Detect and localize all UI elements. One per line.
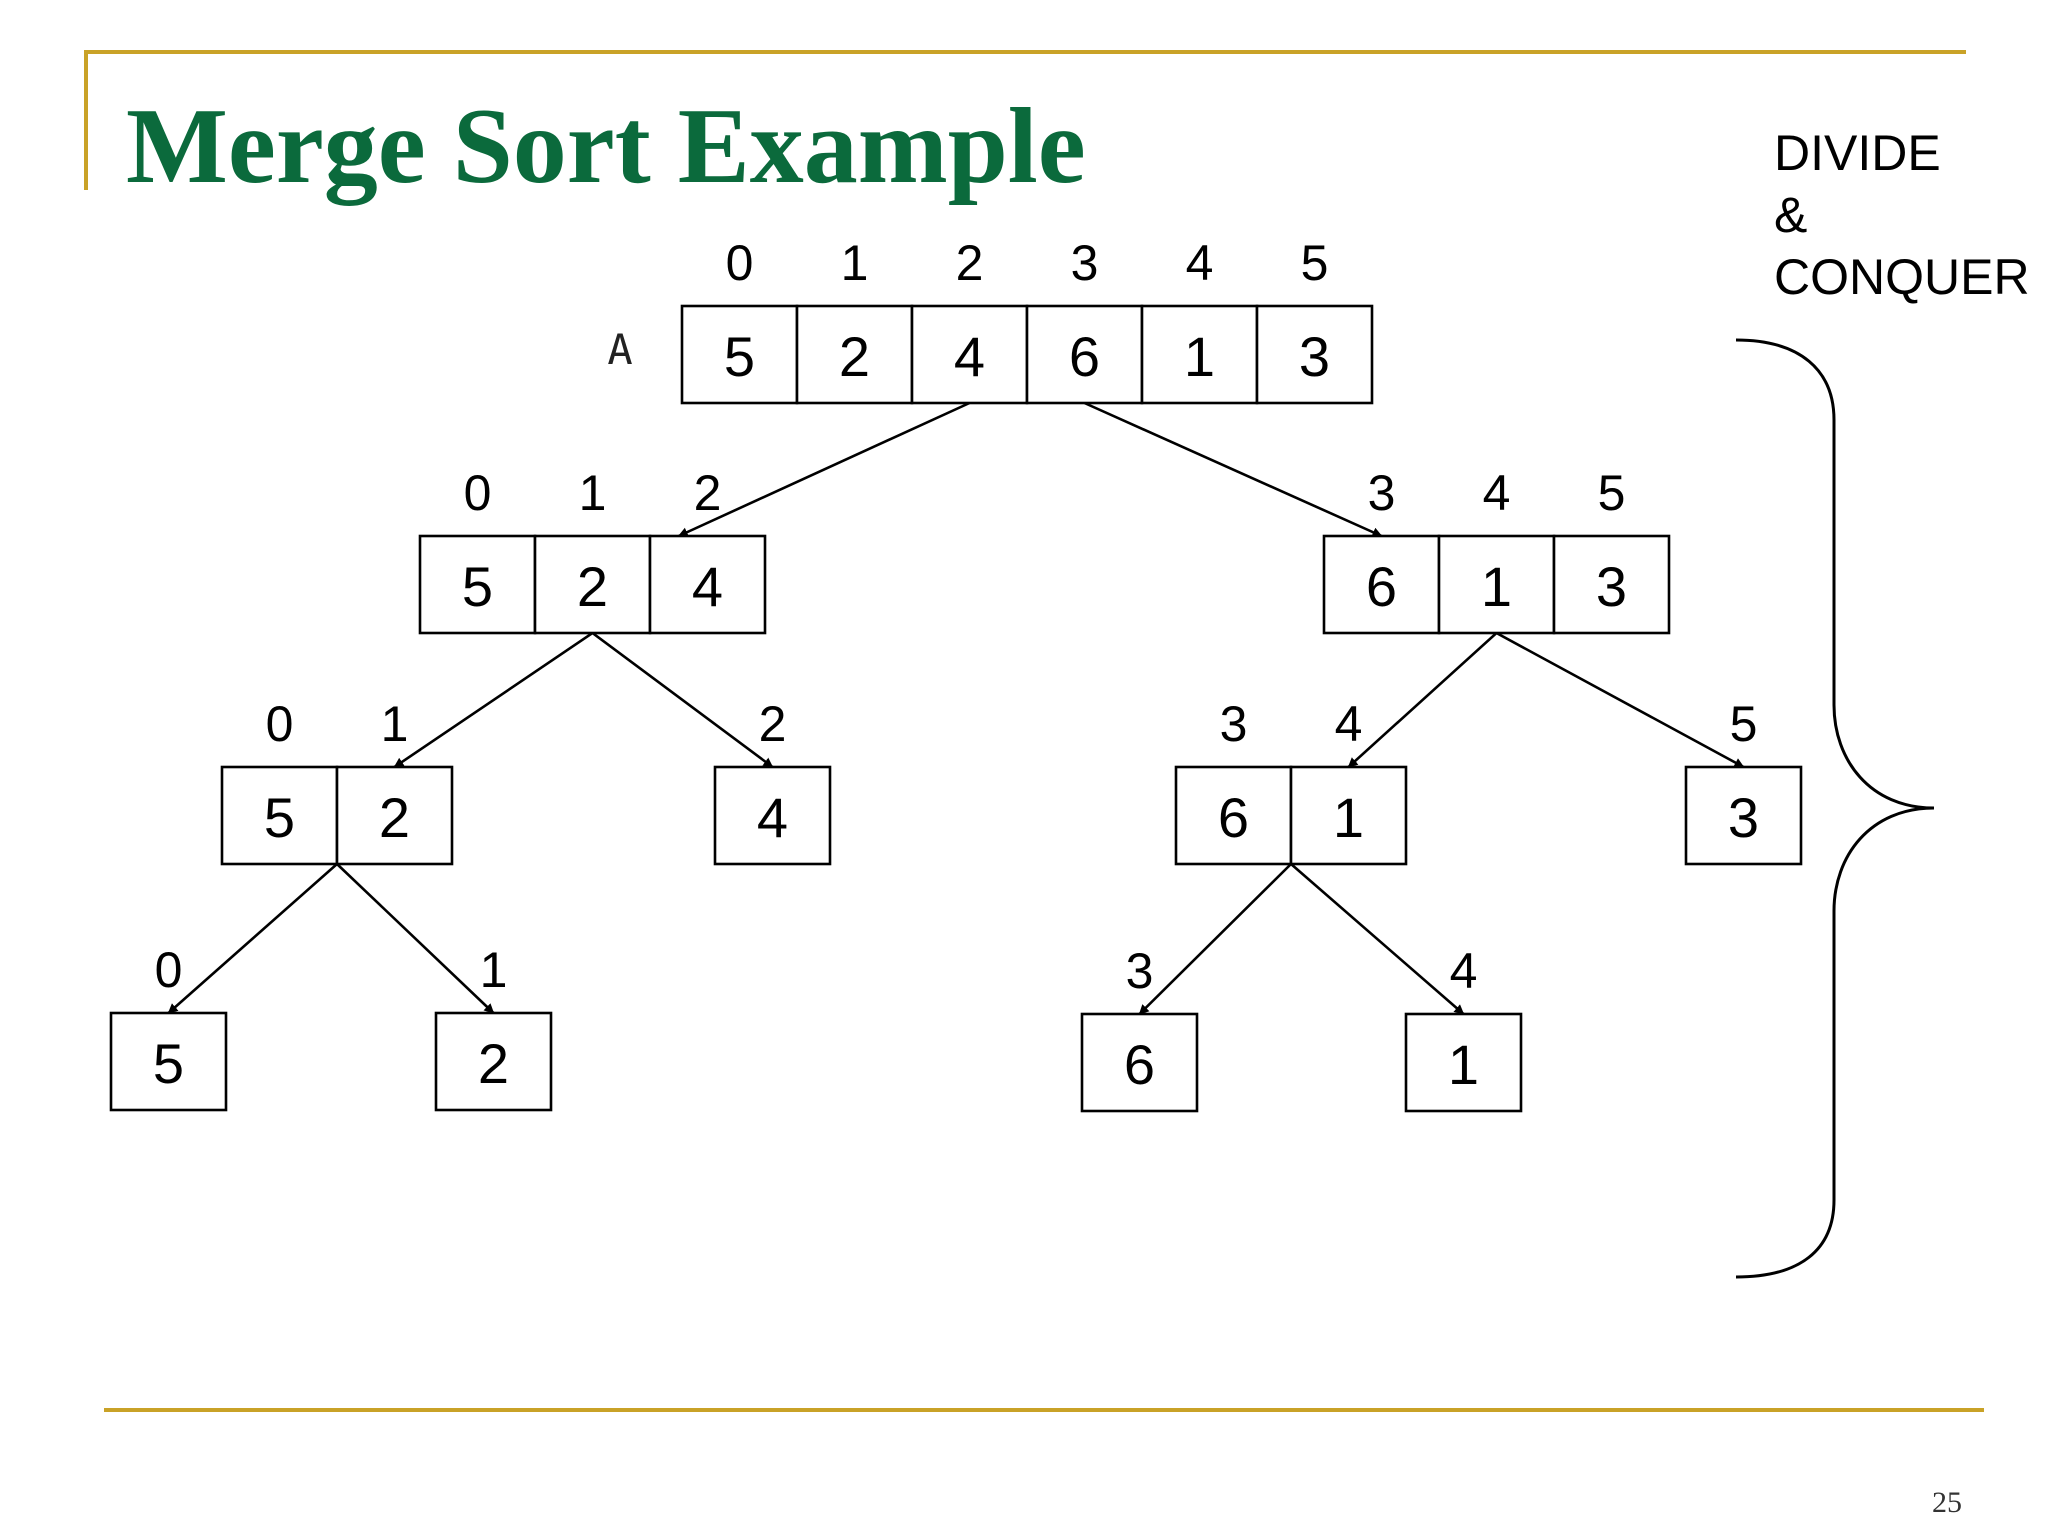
- split-arrow: [1138, 863, 1292, 1015]
- page-number: 25: [1932, 1486, 1962, 1519]
- array-cell: [220, 765, 339, 866]
- cell-value: 5: [462, 555, 493, 618]
- array-cell: [680, 304, 799, 405]
- split-arrow: [1083, 401, 1383, 538]
- cell-index: 0: [155, 942, 183, 998]
- array-node-l: 5 0 2 1 4 2: [418, 465, 767, 635]
- array-cell: [1289, 765, 1408, 866]
- array-cell: [713, 765, 832, 866]
- split-arrow: [336, 863, 495, 1014]
- cell-index: 4: [1450, 943, 1478, 999]
- split-arrow: [167, 863, 338, 1014]
- annotation-divide: DIVIDE: [1774, 125, 1941, 181]
- array-cell: [1552, 534, 1671, 635]
- array-node-root: 5 0 2 1 4 2 6 3 1 4 3 5: [680, 235, 1374, 405]
- cell-index: 4: [1186, 235, 1214, 291]
- array-cell: [1025, 304, 1144, 405]
- cell-value: 6: [1366, 555, 1397, 618]
- array-cell: [795, 304, 914, 405]
- array-cell: [910, 304, 1029, 405]
- split-arrow: [393, 631, 594, 769]
- split-arrow: [1290, 863, 1465, 1015]
- cell-index: 3: [1368, 465, 1396, 521]
- cell-value: 2: [577, 555, 608, 618]
- cell-index: 3: [1126, 943, 1154, 999]
- split-arrow: [1347, 632, 1498, 768]
- cell-value: 5: [264, 786, 295, 849]
- array-node-lr: 42: [713, 696, 832, 866]
- cell-index: 3: [1071, 235, 1099, 291]
- array-cell: [1140, 304, 1259, 405]
- top-rule: [84, 50, 1966, 190]
- cell-value: 3: [1728, 786, 1759, 849]
- cell-index: 4: [1335, 696, 1363, 752]
- cell-value: 4: [692, 555, 723, 618]
- array-name-label: A: [607, 325, 632, 374]
- array-cell: [109, 1011, 228, 1112]
- cell-index: 2: [956, 235, 984, 291]
- split-arrow: [677, 401, 971, 538]
- cell-index: 1: [381, 696, 409, 752]
- cell-value: 3: [1299, 325, 1330, 388]
- cell-value: 1: [1481, 555, 1512, 618]
- right-curly-brace: [1735, 338, 1935, 1279]
- cell-index: 2: [759, 696, 787, 752]
- cell-index: 3: [1220, 696, 1248, 752]
- array-cell: [1174, 765, 1293, 866]
- array-cell: [1684, 765, 1803, 866]
- cell-index: 2: [694, 465, 722, 521]
- array-node-rr: 35: [1684, 696, 1803, 866]
- cell-value: 6: [1069, 325, 1100, 388]
- cell-index: 0: [464, 465, 492, 521]
- cell-value: 5: [153, 1032, 184, 1095]
- cell-value: 6: [1218, 786, 1249, 849]
- array-node-rlr: 14: [1404, 943, 1523, 1113]
- split-arrow: [1495, 631, 1745, 769]
- slide-title: Merge Sort Example: [126, 87, 1086, 206]
- array-node-ll: 5 0 2 1: [220, 696, 454, 866]
- cell-index: 5: [1730, 696, 1758, 752]
- tree-nodes: 5021426314355021425021502142631435631463…: [109, 235, 1803, 1113]
- cell-index: 1: [579, 465, 607, 521]
- cell-value: 4: [757, 786, 788, 849]
- cell-index: 4: [1483, 465, 1511, 521]
- cell-value: 3: [1596, 555, 1627, 618]
- array-node-r: 6 3 1 4 3 5: [1322, 465, 1671, 635]
- array-cell: [1255, 304, 1374, 405]
- cell-value: 6: [1124, 1033, 1155, 1096]
- array-node-lll: 50: [109, 942, 228, 1112]
- split-arrow: [591, 631, 774, 769]
- array-cell: [1437, 534, 1556, 635]
- cell-index: 5: [1598, 465, 1626, 521]
- array-cell: [1404, 1012, 1523, 1113]
- cell-value: 2: [478, 1032, 509, 1095]
- array-cell: [648, 534, 767, 635]
- annotation-ampersand: &: [1774, 187, 1807, 243]
- cell-index: 0: [726, 235, 754, 291]
- cell-value: 1: [1448, 1033, 1479, 1096]
- cell-value: 2: [379, 786, 410, 849]
- array-node-rll: 63: [1080, 943, 1199, 1113]
- array-cell: [1322, 534, 1441, 635]
- cell-value: 1: [1184, 325, 1215, 388]
- cell-index: 1: [841, 235, 869, 291]
- cell-value: 5: [724, 325, 755, 388]
- array-node-rl: 6 3 1 4: [1174, 696, 1408, 866]
- array-cell: [335, 765, 454, 866]
- cell-index: 0: [266, 696, 294, 752]
- cell-value: 4: [954, 325, 985, 388]
- cell-index: 5: [1301, 235, 1329, 291]
- cell-value: 1: [1333, 786, 1364, 849]
- array-cell: [1080, 1012, 1199, 1113]
- cell-index: 1: [480, 942, 508, 998]
- array-node-llr: 21: [434, 942, 553, 1112]
- array-cell: [434, 1011, 553, 1112]
- array-cell: [418, 534, 537, 635]
- annotation-conquer: CONQUER: [1774, 249, 2030, 305]
- tree-edges: [167, 401, 1745, 1015]
- cell-value: 2: [839, 325, 870, 388]
